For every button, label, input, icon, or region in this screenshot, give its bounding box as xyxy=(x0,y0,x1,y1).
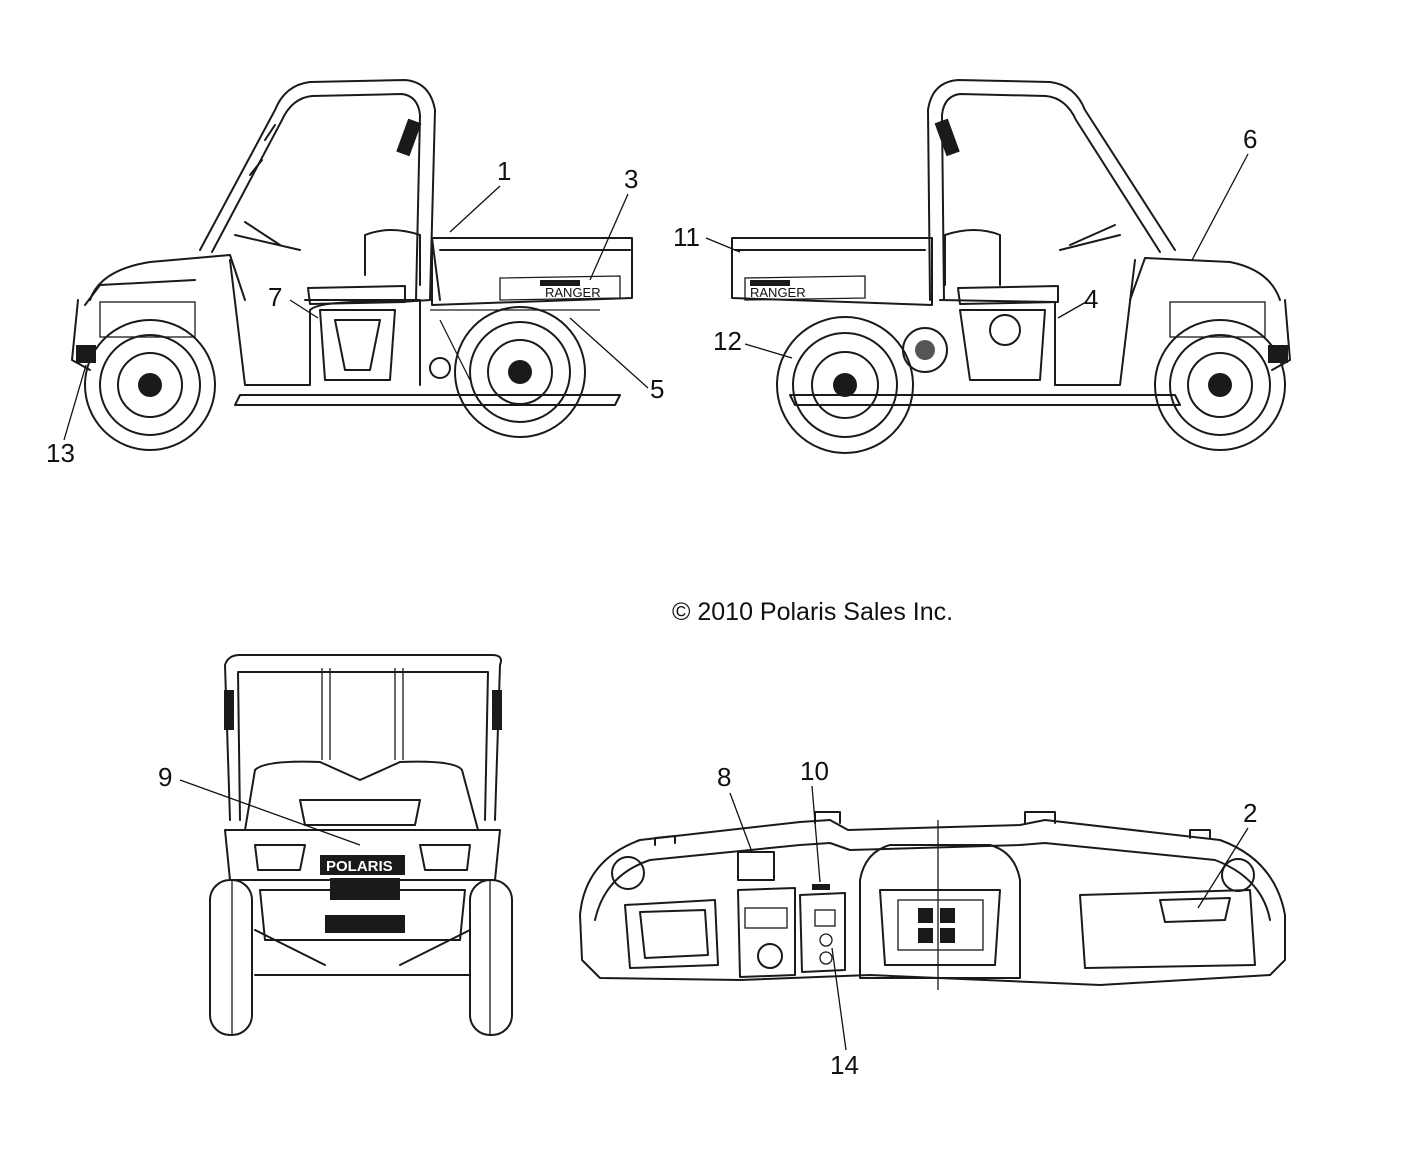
leader-line xyxy=(589,193,629,281)
callout-number: 10 xyxy=(800,756,829,786)
leader-line xyxy=(1197,827,1249,909)
vehicle-left-side-view: RANGER xyxy=(71,79,633,451)
callout-1[interactable]: 1 xyxy=(449,156,511,233)
callout-number: 1 xyxy=(497,156,511,186)
leader-line xyxy=(744,343,793,359)
leader-line xyxy=(1191,153,1249,261)
leader-line xyxy=(811,785,821,883)
leader-line xyxy=(449,185,501,233)
leader-line xyxy=(179,779,361,846)
callout-6[interactable]: 6 xyxy=(1191,124,1257,261)
ranger-decal-right: RANGER xyxy=(750,285,806,300)
callout-number: 12 xyxy=(713,326,742,356)
callout-9[interactable]: 9 xyxy=(158,762,361,846)
callout-number: 5 xyxy=(650,374,664,404)
leader-line xyxy=(1057,301,1087,319)
callout-number: 8 xyxy=(717,762,731,792)
callout-8[interactable]: 8 xyxy=(717,762,753,853)
callout-13[interactable]: 13 xyxy=(46,364,87,468)
callout-number: 14 xyxy=(830,1050,859,1080)
callout-number: 11 xyxy=(673,222,700,252)
callout-4[interactable]: 4 xyxy=(1057,284,1098,319)
vehicle-right-side-view: RANGER xyxy=(731,79,1291,454)
callout-2[interactable]: 2 xyxy=(1197,798,1257,909)
vehicle-front-view: POLARIS xyxy=(209,654,513,1036)
leader-line xyxy=(289,299,319,319)
copyright-notice: © 2010 Polaris Sales Inc. xyxy=(672,598,954,626)
callout-5[interactable]: 5 xyxy=(569,317,664,404)
callout-number: 13 xyxy=(46,438,75,468)
callout-3[interactable]: 3 xyxy=(589,164,638,281)
leader-line xyxy=(831,947,847,1051)
callout-number: 9 xyxy=(158,762,172,792)
callout-number: 7 xyxy=(268,282,282,312)
callout-14[interactable]: 14 xyxy=(830,947,859,1080)
callout-number: 6 xyxy=(1243,124,1257,154)
callout-7[interactable]: 7 xyxy=(268,282,319,319)
callout-12[interactable]: 12 xyxy=(713,326,793,359)
callout-number: 2 xyxy=(1243,798,1257,828)
callout-11[interactable]: 11 xyxy=(673,222,741,253)
leader-line xyxy=(705,237,741,253)
leader-line xyxy=(569,317,649,389)
leader-line xyxy=(63,364,87,441)
leader-line xyxy=(729,792,753,853)
dashboard-view xyxy=(579,811,1286,990)
callout-number: 4 xyxy=(1084,284,1098,314)
callout-10[interactable]: 10 xyxy=(800,756,829,883)
callout-number: 3 xyxy=(624,164,638,194)
ranger-decal-left: RANGER xyxy=(545,285,601,300)
polaris-logo-front: POLARIS xyxy=(326,858,393,875)
